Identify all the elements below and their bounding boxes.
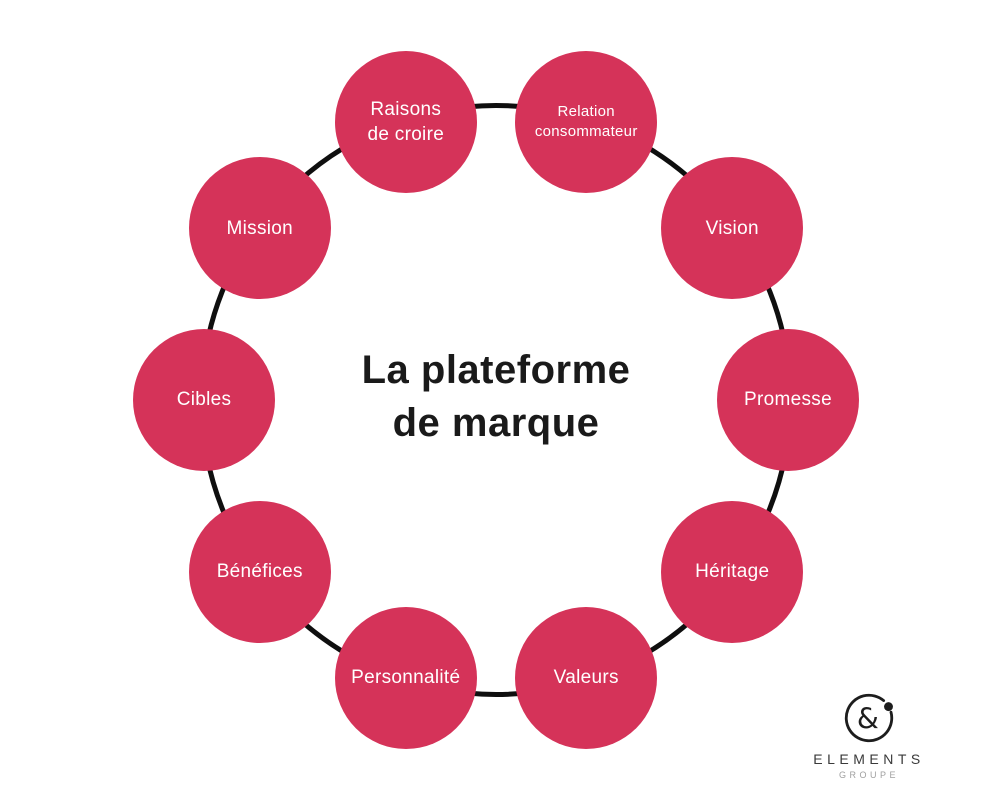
node-personnalite: Personnalité bbox=[334, 606, 477, 749]
title-line-1: La plateforme bbox=[361, 348, 631, 392]
node-label-line: Relation bbox=[557, 103, 615, 121]
logo-dot-icon bbox=[884, 702, 893, 712]
title-line-2: de marque bbox=[392, 401, 600, 446]
node-label-line: Raisons bbox=[370, 99, 442, 121]
node-heritage: Héritage bbox=[661, 500, 804, 643]
node-label-line: Cibles bbox=[176, 389, 232, 411]
node-mission: Mission bbox=[188, 157, 331, 300]
node-valeurs: Valeurs bbox=[515, 606, 658, 749]
logo-mark: & bbox=[844, 693, 894, 743]
node-relation-consommateur: Relation consommateur bbox=[515, 51, 658, 194]
node-label-line: Vision bbox=[705, 217, 759, 239]
node-label-line: Mission bbox=[226, 217, 294, 239]
logo-subtitle: GROUPE bbox=[838, 770, 899, 780]
node-label-line: Valeurs bbox=[553, 667, 619, 689]
node-label-line: de croire bbox=[367, 124, 445, 146]
node-vision: Vision bbox=[661, 157, 804, 300]
node-cibles: Cibles bbox=[133, 329, 275, 471]
node-label-line: Bénéfices bbox=[216, 561, 303, 583]
diagram-title: La plateforme de marque bbox=[296, 344, 696, 450]
node-label-line: Héritage bbox=[695, 561, 770, 583]
node-label-line: Personnalité bbox=[351, 667, 461, 689]
node-promesse: Promesse bbox=[717, 329, 859, 471]
node-label-line: consommateur bbox=[534, 123, 638, 141]
logo-brand-name: ELEMENTS bbox=[813, 751, 925, 767]
node-benefices: Bénéfices bbox=[188, 500, 331, 643]
ampersand-monogram-icon: & bbox=[857, 702, 879, 735]
logo-circle-outline bbox=[844, 693, 894, 743]
elements-groupe-logo: & ELEMENTS GROUPE bbox=[810, 692, 928, 780]
node-label-line: Promesse bbox=[744, 389, 832, 411]
node-raisons-de-croire: Raisons de croire bbox=[334, 51, 477, 194]
